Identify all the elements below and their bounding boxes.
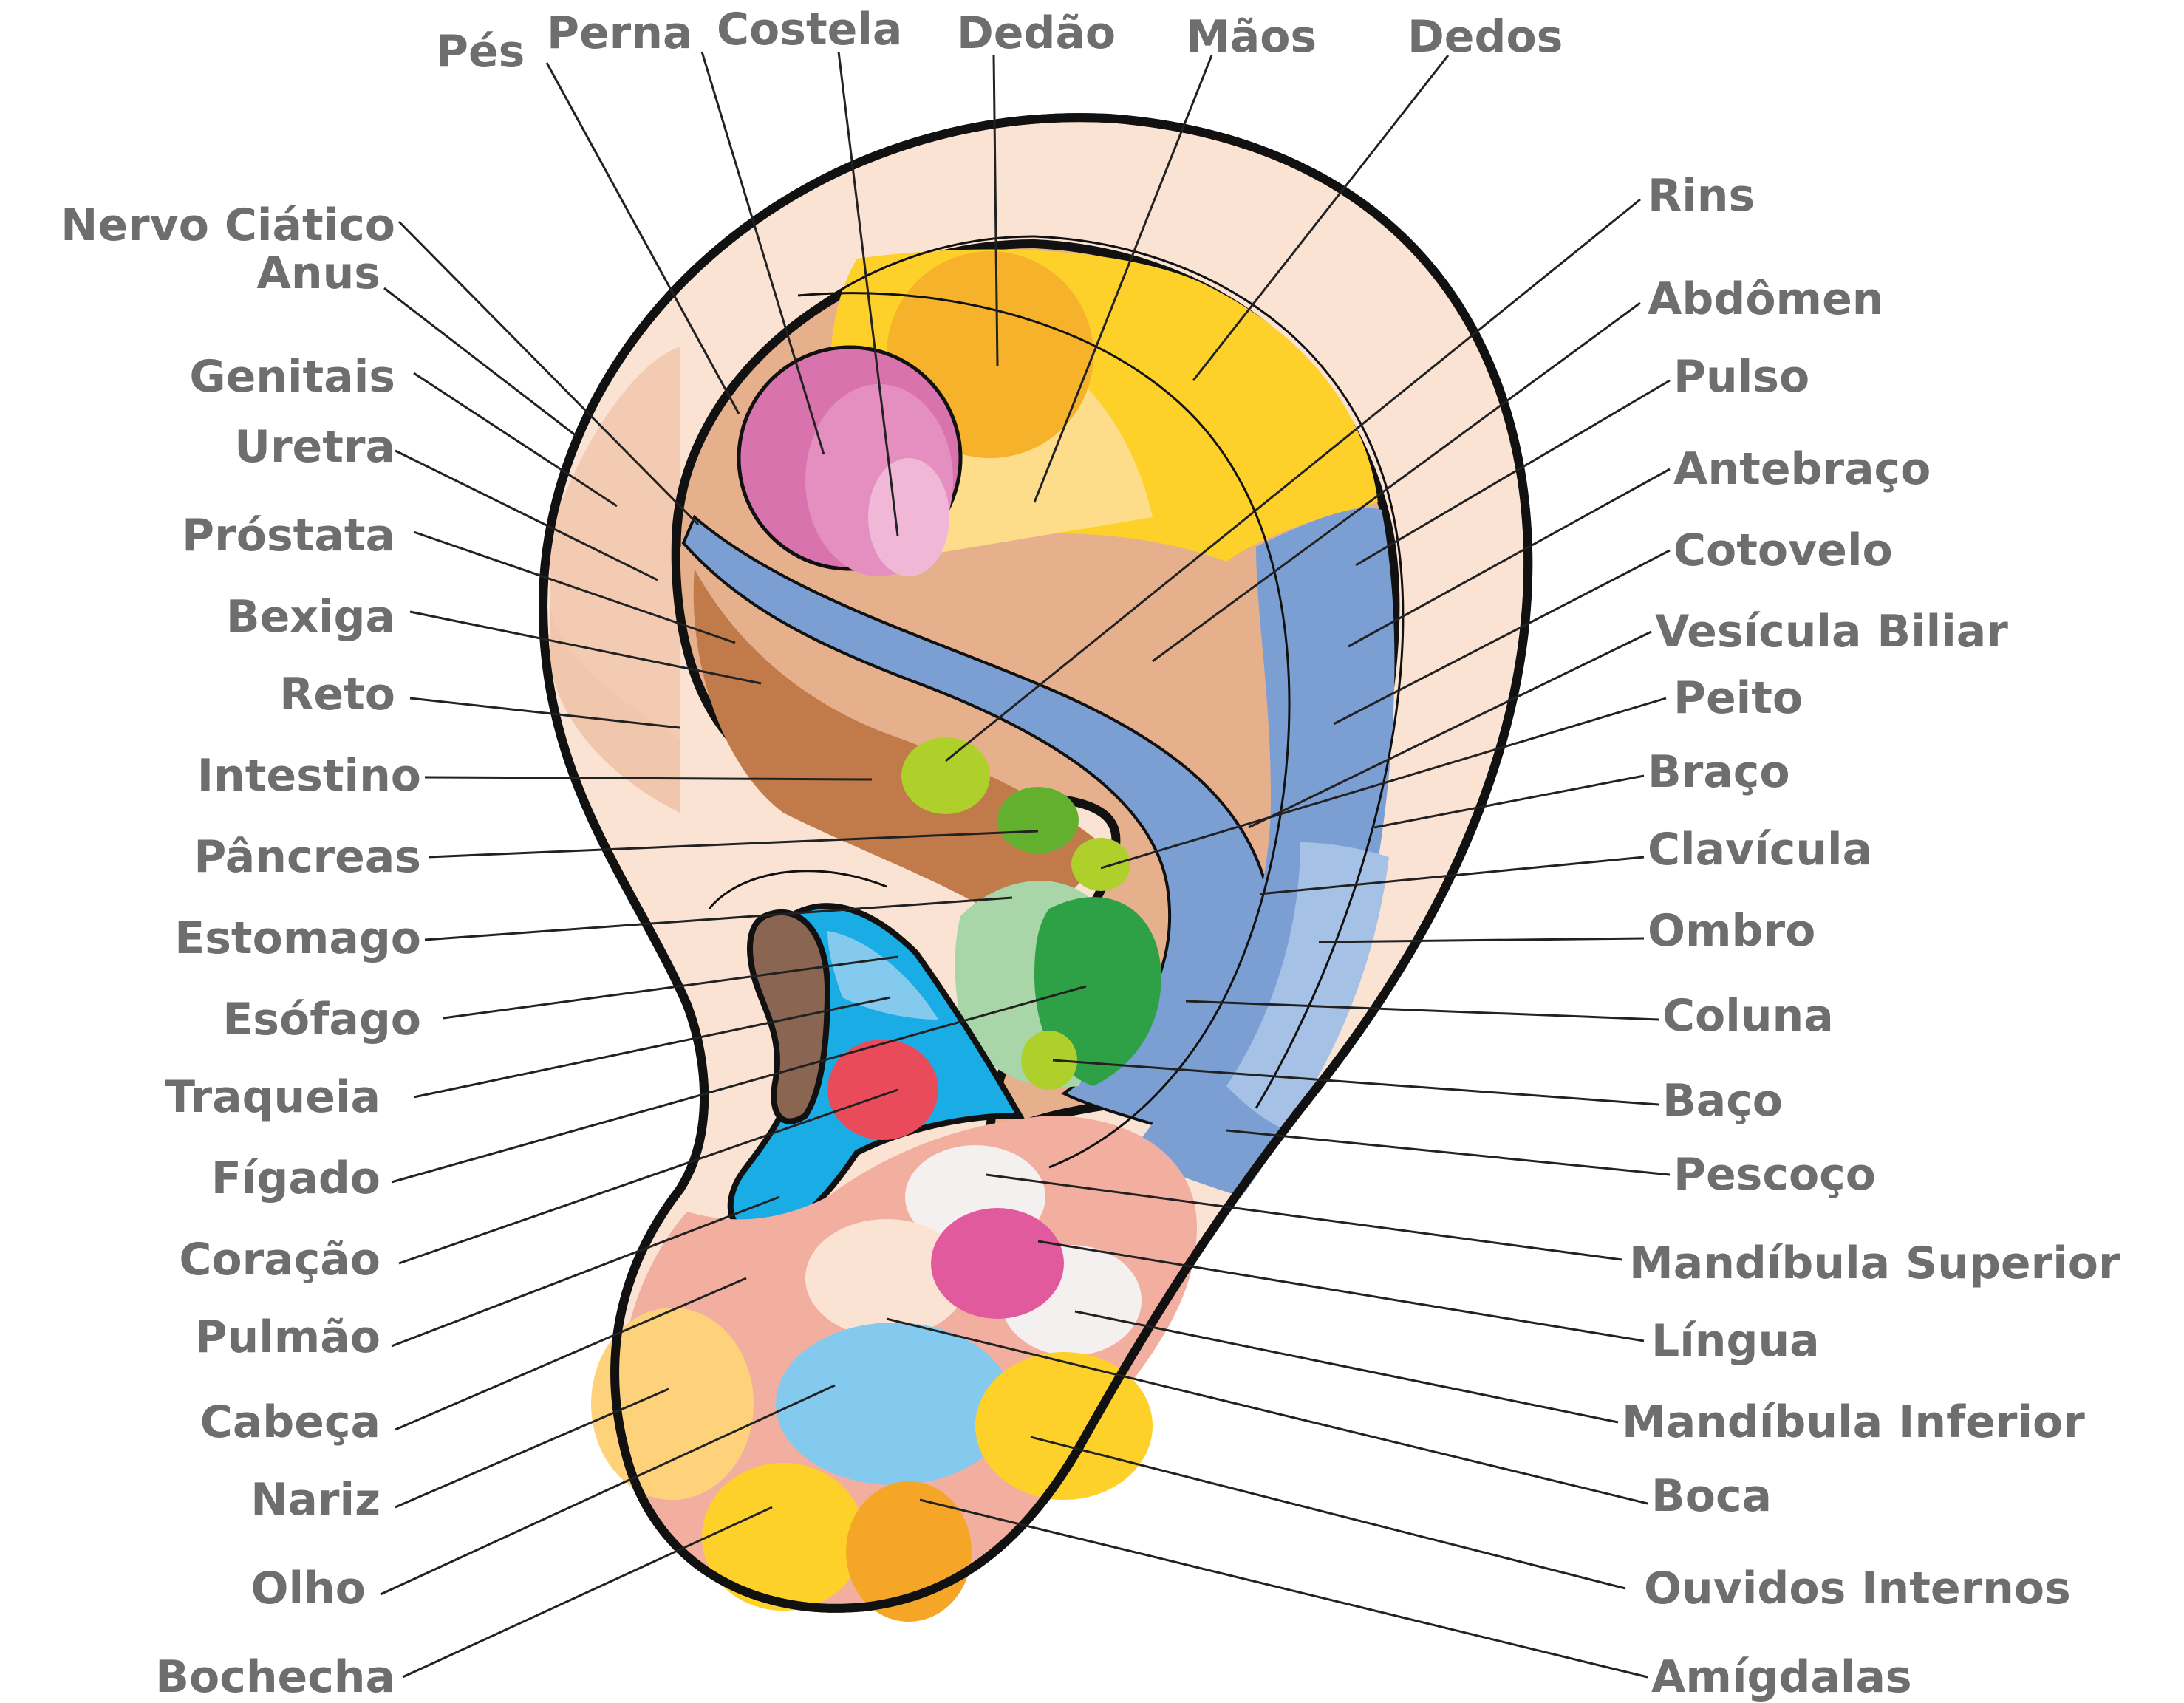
label-pulso: Pulso [1673, 351, 1809, 403]
leader-ouvidos-internos [1031, 1437, 1625, 1588]
label-mandibula-inferior: Mandíbula Inferior [1622, 1396, 2085, 1448]
spot-olho [776, 1323, 1012, 1485]
leader-pescoco [1226, 1130, 1670, 1175]
leader-bochecha [403, 1507, 772, 1677]
label-cabeca: Cabeça [200, 1396, 381, 1448]
region-pink-lighter [868, 458, 949, 576]
spot-rins [901, 737, 990, 814]
label-ouvidos-internos: Ouvidos Internos [1644, 1563, 2071, 1614]
label-amigdalas: Amígdalas [1651, 1651, 1912, 1703]
label-figado: Fígado [211, 1153, 381, 1204]
spot-lingua [931, 1208, 1064, 1319]
spot-bochecha [702, 1463, 864, 1611]
label-maos: Mãos [1186, 11, 1317, 63]
label-genitais: Genitais [189, 351, 395, 403]
spot-vesicula [1071, 838, 1130, 891]
label-pes: Pés [436, 26, 525, 78]
leader-anus [384, 288, 576, 436]
label-bochecha: Bochecha [155, 1651, 395, 1703]
label-intestino: Intestino [197, 750, 421, 802]
label-cotovelo: Cotovelo [1673, 525, 1893, 576]
label-nariz: Nariz [250, 1474, 381, 1526]
label-uretra: Uretra [234, 421, 395, 473]
leader-mandibula-inferior [1075, 1311, 1618, 1422]
leader-amigdalas [920, 1500, 1648, 1677]
label-prostata: Próstata [182, 510, 395, 562]
label-olho: Olho [250, 1563, 366, 1614]
label-lingua: Língua [1651, 1315, 1820, 1367]
label-dedao: Dedão [957, 7, 1116, 59]
label-mandibula-superior: Mandíbula Superior [1629, 1238, 2120, 1289]
label-vesicula-biliar: Vesícula Biliar [1655, 606, 2008, 658]
label-boca: Boca [1651, 1470, 1772, 1522]
spot-baco [1021, 1031, 1077, 1090]
label-pulmao: Pulmão [195, 1311, 381, 1363]
label-peito: Peito [1673, 672, 1803, 724]
label-traqueia: Traqueia [165, 1071, 381, 1123]
label-perna: Perna [547, 7, 692, 59]
label-coluna: Coluna [1662, 990, 1834, 1042]
label-ombro: Ombro [1648, 905, 1815, 957]
spot-pancreas [997, 787, 1079, 853]
label-braco: Braço [1648, 746, 1790, 798]
label-costela: Costela [717, 4, 902, 55]
label-anus: Anus [256, 248, 381, 299]
label-esofago: Esófago [222, 994, 421, 1045]
label-rins: Rins [1648, 170, 1755, 222]
label-pescoco: Pescoço [1673, 1149, 1876, 1201]
label-reto: Reto [279, 669, 395, 720]
label-dedos: Dedos [1407, 11, 1563, 63]
label-antebraco: Antebraço [1673, 443, 1931, 495]
label-abdomen: Abdômen [1648, 273, 1883, 325]
label-pancreas: Pâncreas [194, 831, 421, 883]
label-coracao: Coração [179, 1234, 381, 1286]
label-nervo-ciatico: Nervo Ciático [61, 199, 395, 251]
label-bexiga: Bexiga [226, 591, 395, 643]
ear-illustration [543, 117, 1528, 1622]
label-baco: Baço [1662, 1075, 1783, 1127]
label-clavicula: Clavícula [1648, 824, 1872, 876]
label-estomago: Estomago [174, 912, 421, 964]
